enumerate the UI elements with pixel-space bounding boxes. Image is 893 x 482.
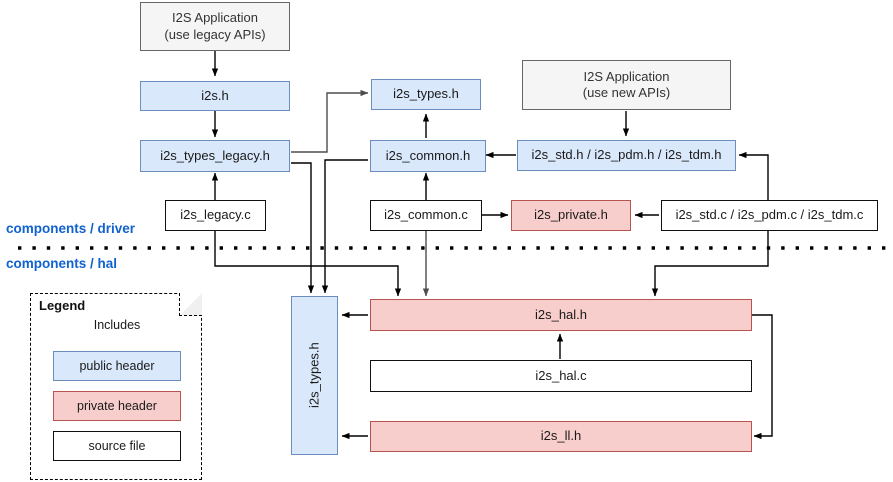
node-i2s-types-h-hal[interactable]: i2s_types.h (291, 296, 338, 455)
legend-swatch-source-file: source file (53, 431, 181, 461)
node-i2s-private-h[interactable]: i2s_private.h (511, 200, 631, 231)
node-app-new[interactable]: I2S Application (use new APIs) (522, 60, 731, 110)
legend-swatch-public-header: public header (53, 351, 181, 381)
node-i2s-common-h[interactable]: i2s_common.h (370, 140, 486, 172)
legend-swatch-private-header: private header (53, 391, 181, 421)
node-label-line2: (use legacy APIs) (164, 26, 266, 42)
node-app-legacy[interactable]: I2S Application (use legacy APIs) (140, 2, 290, 51)
legend-fold-corner (179, 293, 202, 316)
legend: Legend Includes public header private he… (30, 293, 202, 480)
node-i2s-std-c[interactable]: i2s_std.c / i2s_pdm.c / i2s_tdm.c (661, 200, 878, 231)
node-i2s-legacy-c[interactable]: i2s_legacy.c (165, 200, 266, 231)
node-label-line1: I2S Application (583, 68, 670, 84)
node-i2s-common-c[interactable]: i2s_common.c (370, 200, 482, 231)
zone-label-hal: components / hal (6, 256, 118, 271)
node-i2s-std-h[interactable]: i2s_std.h / i2s_pdm.h / i2s_tdm.h (517, 140, 736, 171)
node-i2s-h[interactable]: i2s.h (140, 81, 290, 111)
node-i2s-hal-c[interactable]: i2s_hal.c (370, 360, 752, 392)
node-i2s-types-legacy-h[interactable]: i2s_types_legacy.h (140, 140, 290, 172)
node-i2s-hal-h[interactable]: i2s_hal.h (370, 299, 752, 331)
legend-includes-label: Includes (93, 318, 141, 332)
legend-title: Legend (39, 298, 86, 313)
node-label-line2: (use new APIs) (582, 85, 671, 100)
node-i2s-ll-h[interactable]: i2s_ll.h (370, 421, 752, 452)
node-i2s-types-h-top[interactable]: i2s_types.h (371, 79, 481, 110)
zone-label-driver: components / driver (6, 221, 136, 236)
node-label-line1: I2S Application (171, 10, 258, 26)
